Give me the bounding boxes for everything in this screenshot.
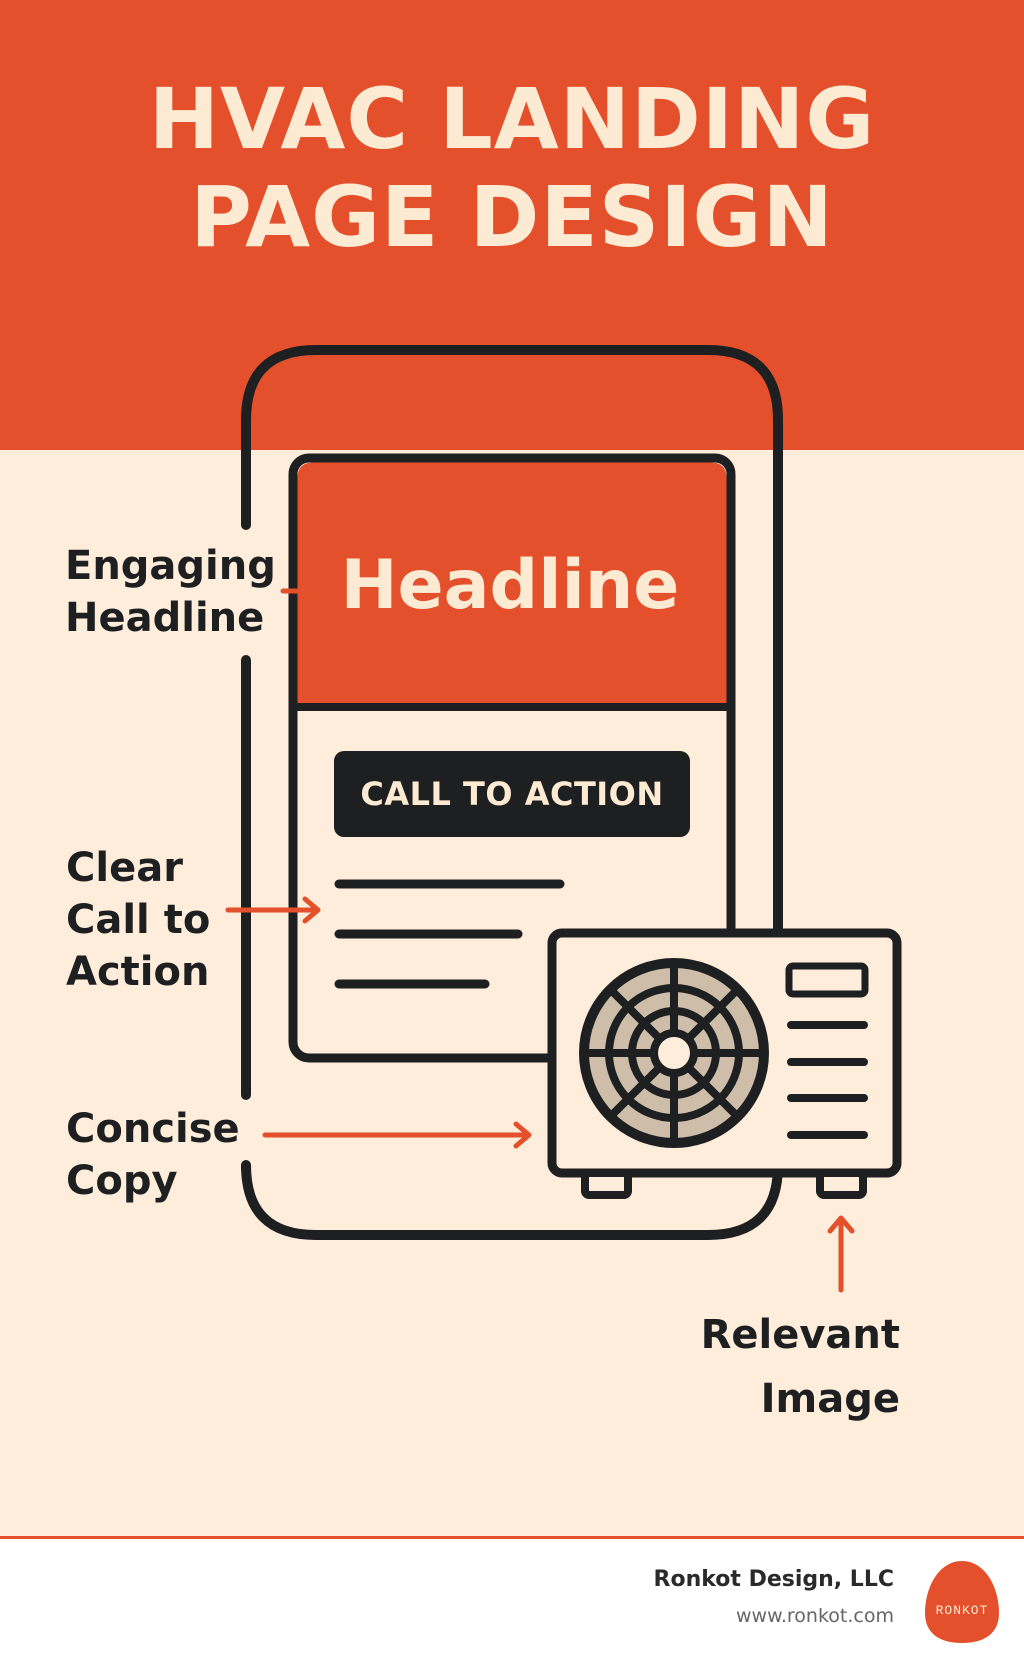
phone-headline: Headline [340,546,680,625]
logo-text: RONKOT [936,1603,989,1618]
arrow-engaging-headline-icon [280,578,330,604]
callout-relevant-image-line-2: Image [760,1376,900,1422]
ac-unit-icon [547,928,902,1199]
copy-lines [334,879,565,989]
page-title: HVAC LANDING PAGE DESIGN [0,70,1024,266]
company-url-link[interactable]: www.ronkot.com [736,1605,894,1627]
callout-relevant-image-line-1: Relevant [700,1312,900,1358]
headline-block [297,462,727,705]
callout-clear-cta-line-2: Call to [66,897,211,943]
ac-vent-box [785,962,869,998]
arrow-concise-copy-icon [262,1121,532,1149]
callout-clear-cta-line-1: Clear [66,845,183,891]
ronkot-logo-icon: RONKOT [925,1561,999,1643]
callout-concise-copy-line-1: Concise [66,1106,240,1152]
callout-engaging-headline-line-1: Engaging [65,543,276,589]
title-band [0,0,1024,450]
company-name: Ronkot Design, LLC [653,1567,894,1592]
page-title-line-1: HVAC LANDING [148,70,876,168]
ac-fan-hub [650,1029,698,1077]
callout-engaging-headline: Engaging Headline [65,540,276,644]
call-to-action-button[interactable]: CALL TO ACTION [334,751,690,837]
callout-arrows [225,578,855,1293]
callout-concise-copy-line-2: Copy [66,1158,178,1204]
phone-outline-bottom [241,1160,783,1240]
ac-unit-foot-right [816,1169,867,1199]
callout-engaging-headline-line-2: Headline [65,595,265,641]
ac-unit-foot-left [581,1169,632,1199]
phone-outline [241,345,783,1240]
arrow-clear-cta-icon [225,896,321,924]
callout-clear-cta-line-3: Action [66,949,210,995]
page-title-line-2: PAGE DESIGN [190,168,834,266]
callout-concise-copy: Concise Copy [66,1103,240,1207]
callout-relevant-image: Relevant Image [640,1303,900,1431]
arrow-relevant-image-icon [827,1215,855,1293]
ac-vent-lines [787,1021,868,1139]
footer [0,1536,1024,1666]
callout-clear-cta: Clear Call to Action [66,842,210,998]
phone-outline-top [241,345,783,935]
